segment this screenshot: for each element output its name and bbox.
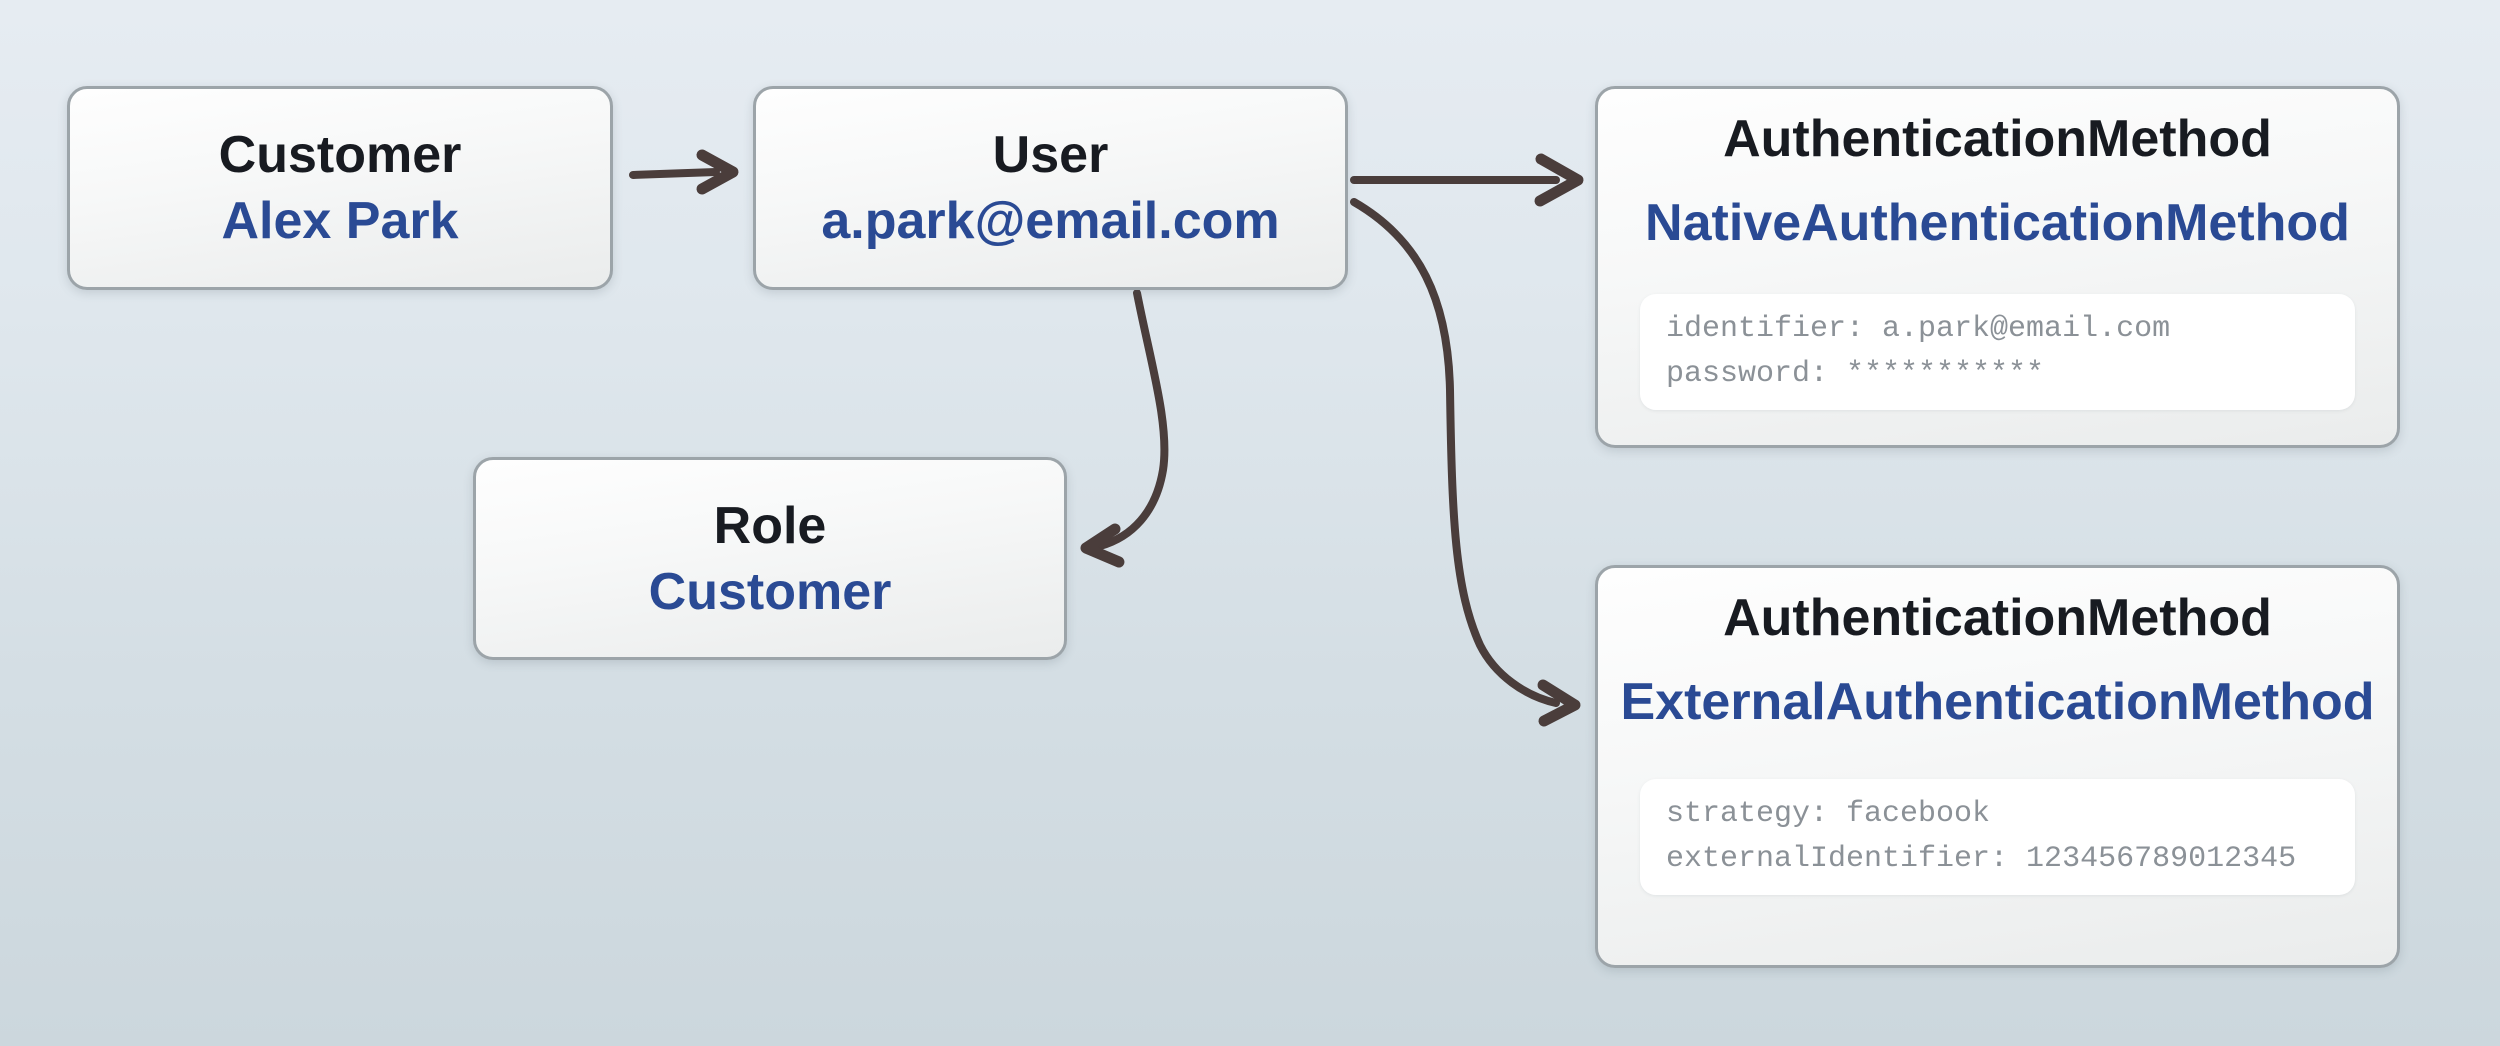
node-value: a.park@email.com: [821, 192, 1280, 250]
arrow-customer-to-user: [629, 149, 739, 195]
arrow-user-to-external-auth: [1350, 198, 1581, 727]
node-user: User a.park@email.com: [753, 86, 1348, 290]
node-value: NativeAuthenticationMethod: [1645, 194, 2350, 252]
node-title: Customer: [218, 126, 462, 184]
attribute-identifier: identifier: a.park@email.com: [1666, 312, 2171, 346]
node-title: Role: [713, 496, 827, 555]
node-native-authentication-method: AuthenticationMethod NativeAuthenticatio…: [1595, 86, 2400, 448]
arrow-user-to-role: [1080, 289, 1169, 568]
arrow-user-to-native-auth: [1350, 153, 1584, 207]
attribute-password: password: ***********: [1666, 357, 2045, 391]
attribute-external-identifier: externalIdentifier: 123456789012345: [1666, 842, 2297, 876]
node-customer: Customer Alex Park: [67, 86, 613, 290]
node-value: Alex Park: [221, 192, 459, 250]
attribute-panel: strategy: facebook externalIdentifier: 1…: [1640, 779, 2355, 895]
node-title: AuthenticationMethod: [1723, 589, 2272, 647]
node-external-authentication-method: AuthenticationMethod ExternalAuthenticat…: [1595, 565, 2400, 968]
node-title: AuthenticationMethod: [1723, 110, 2272, 168]
node-role: Role Customer: [473, 457, 1067, 660]
node-title: User: [992, 126, 1109, 184]
node-value: Customer: [648, 562, 892, 621]
attribute-strategy: strategy: facebook: [1666, 797, 1991, 831]
node-value: ExternalAuthenticationMethod: [1620, 673, 2375, 731]
attribute-panel: identifier: a.park@email.com password: *…: [1640, 294, 2355, 410]
